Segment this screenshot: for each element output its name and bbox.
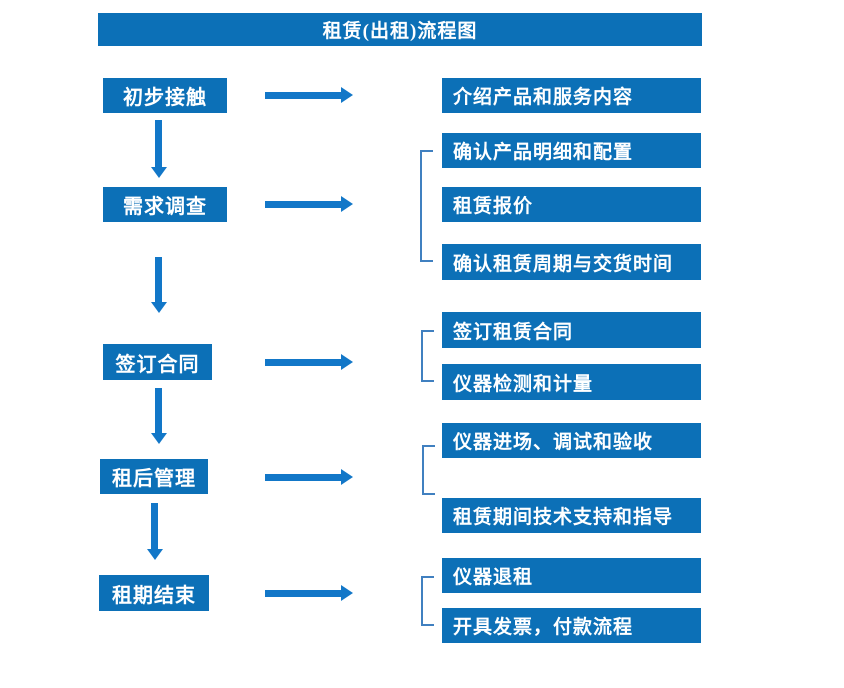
right-arrow-icon xyxy=(265,87,353,103)
bracket-demand-survey xyxy=(420,150,433,262)
step-box-rental-end: 租期结束 xyxy=(99,575,209,611)
right-arrow-icon xyxy=(265,469,353,485)
right-arrow-head xyxy=(341,196,353,212)
right-arrow-stem xyxy=(265,358,341,366)
bracket-rental-end xyxy=(421,576,434,626)
step-box-demand-survey: 需求调查 xyxy=(103,187,227,222)
step-box-initial-contact: 初步接触 xyxy=(103,78,227,113)
right-arrow-icon xyxy=(265,196,353,212)
detail-box-introduce-products: 介绍产品和服务内容 xyxy=(442,78,701,113)
detail-box-instrument-return: 仪器退租 xyxy=(442,558,701,593)
detail-box-sign-rental-contract: 签订租赁合同 xyxy=(442,312,701,348)
detail-box-technical-support: 租赁期间技术支持和指导 xyxy=(442,498,701,533)
right-arrow-icon xyxy=(265,354,353,370)
right-arrow-stem xyxy=(265,473,341,481)
down-arrow-icon xyxy=(150,120,167,178)
down-arrow-stem xyxy=(155,388,162,433)
detail-box-instrument-inspection: 仪器检测和计量 xyxy=(442,364,701,400)
down-arrow-stem xyxy=(151,503,158,549)
down-arrow-head xyxy=(150,167,167,178)
down-arrow-head xyxy=(150,302,167,313)
step-box-sign-contract: 签订合同 xyxy=(103,344,212,380)
right-arrow-head xyxy=(341,354,353,370)
right-arrow-head xyxy=(341,469,353,485)
down-arrow-icon xyxy=(146,503,163,560)
detail-box-instrument-setup-acceptance: 仪器进场、调试和验收 xyxy=(442,423,701,458)
down-arrow-icon xyxy=(150,388,167,444)
bracket-sign-contract xyxy=(421,330,434,382)
bracket-post-rental xyxy=(422,445,435,495)
right-arrow-icon xyxy=(265,585,353,601)
right-arrow-stem xyxy=(265,200,341,208)
down-arrow-head xyxy=(146,549,163,560)
detail-box-invoice-payment: 开具发票，付款流程 xyxy=(442,608,701,643)
right-arrow-head xyxy=(341,87,353,103)
flowchart-title: 租赁(出租)流程图 xyxy=(98,13,702,46)
down-arrow-icon xyxy=(150,257,167,313)
right-arrow-stem xyxy=(265,91,341,99)
right-arrow-head xyxy=(341,585,353,601)
detail-box-confirm-product-config: 确认产品明细和配置 xyxy=(442,133,701,168)
down-arrow-stem xyxy=(155,257,162,302)
right-arrow-stem xyxy=(265,589,341,597)
down-arrow-stem xyxy=(155,120,162,167)
down-arrow-head xyxy=(150,433,167,444)
detail-box-rental-quote: 租赁报价 xyxy=(442,187,701,222)
step-box-post-rental-management: 租后管理 xyxy=(100,459,208,494)
detail-box-confirm-period-delivery: 确认租赁周期与交货时间 xyxy=(442,244,701,280)
